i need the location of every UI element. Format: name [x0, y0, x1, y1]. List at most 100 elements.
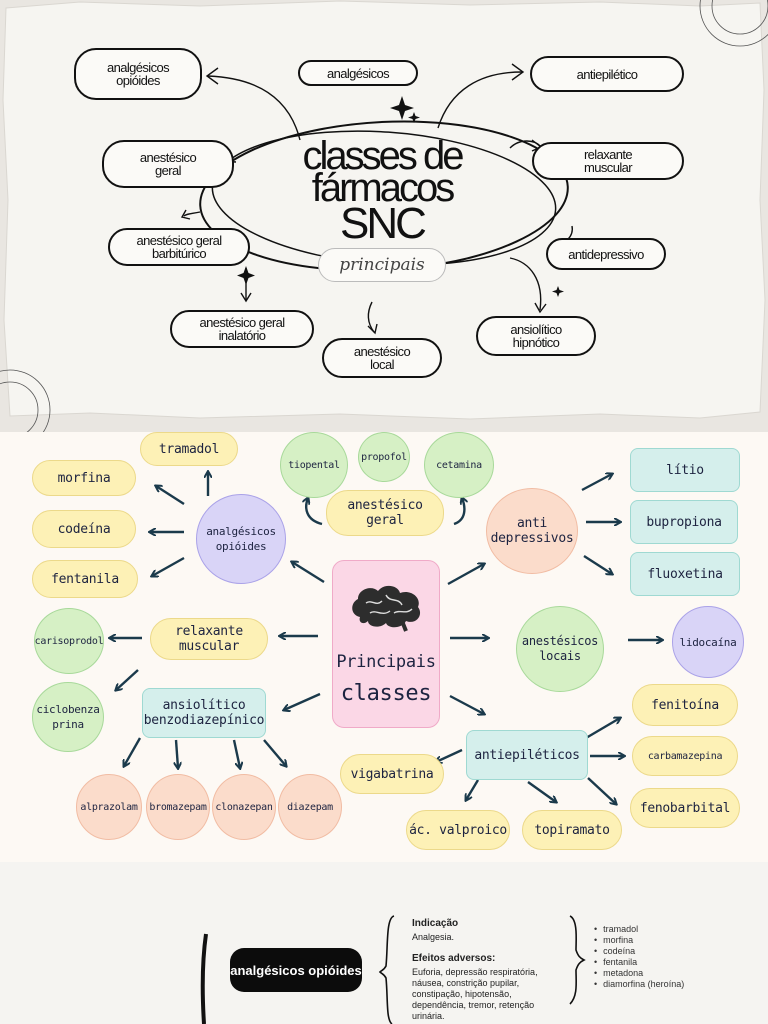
node-antidepressivos: anti depressivos: [486, 488, 578, 574]
drug-topiramato: topiramato: [522, 810, 622, 850]
node-antiepileticos: antiepiléticos: [466, 730, 588, 780]
list-item: metadona: [594, 968, 684, 979]
drug-fentanila: fentanila: [32, 560, 138, 598]
summary-section: analgésicos opióides Indicação Analgesia…: [0, 862, 768, 1024]
node-label: anestésico geral: [199, 315, 285, 330]
node-analgesicos: analgésicos: [298, 60, 418, 86]
center-label-line2: classes: [340, 681, 432, 706]
drug-fenobarbital: fenobarbital: [630, 788, 740, 828]
info-block: Indicação Analgesia. Efeitos adversos: E…: [412, 918, 562, 1022]
node-label: antiepiléticos: [474, 747, 580, 763]
node-label: analgésicos opióides: [206, 525, 276, 553]
main-title: classes de fármacos SNC: [262, 134, 502, 248]
drug-alprazolam: alprazolam: [76, 774, 142, 840]
list-item: diamorfina (heroína): [594, 979, 684, 990]
drug-label: lidocaína: [679, 635, 737, 649]
drug-acido-valproico: ác. valproico: [406, 810, 510, 850]
efeitos-label: Efeitos adversos:: [412, 953, 496, 964]
drug-label: clonazepan: [215, 801, 273, 813]
node-label: analgésicos: [106, 60, 170, 75]
drug-tramadol: tramadol: [140, 432, 238, 466]
drug-label: tramadol: [158, 441, 220, 457]
subtitle-pill: principais: [318, 248, 446, 282]
drug-morfina: morfina: [32, 460, 136, 496]
mindmap-paper-section: classes de fármacos SNC principais analg…: [0, 0, 768, 432]
node-ansiolitico-benzodiazepinico: ansiolítico benzodiazepínico: [142, 688, 266, 738]
node-label: opióides: [116, 73, 160, 88]
connector-arrows: [0, 432, 768, 862]
drug-carbamazepina: carbamazepina: [632, 736, 738, 776]
node-label: antiepilético: [576, 66, 638, 82]
list-item: tramadol: [594, 924, 684, 935]
drug-label: cetamina: [436, 459, 482, 471]
drug-label: carisoprodol: [34, 635, 104, 647]
node-label: anestésicos locais: [521, 634, 599, 663]
drug-diazepam: diazepam: [278, 774, 342, 840]
drug-label: bupropiona: [646, 514, 722, 530]
node-label: hipnótico: [512, 335, 560, 350]
drug-ciclobenzaprina: ciclobenza prina: [32, 682, 104, 752]
node-relaxante-muscular: relaxante muscular: [150, 618, 268, 660]
node-label: anestésico geral: [136, 233, 222, 248]
node-label: relaxante muscular: [175, 624, 243, 654]
node-label: anestésico geral: [347, 498, 423, 528]
drug-fluoxetina: fluoxetina: [630, 552, 740, 596]
node-label: relaxante: [583, 147, 633, 162]
title-line-2: fármacos: [311, 166, 456, 210]
center-node: Principais classes: [332, 560, 440, 728]
drug-label: propofol: [361, 451, 407, 463]
title-line-3: SNC: [340, 199, 427, 248]
section-title-pill: analgésicos opióides: [230, 948, 362, 992]
colorful-mindmap-section: Principais classes analgésicos opióides …: [0, 432, 768, 862]
indicacao-text: Analgesia.: [412, 932, 455, 942]
drug-carisoprodol: carisoprodol: [34, 608, 104, 674]
node-label: analgésicos: [326, 65, 390, 81]
section-brackets: [200, 915, 586, 1024]
node-label: geral: [155, 163, 182, 178]
node-antiepiletico: antiepilético: [530, 56, 684, 92]
drug-label: fluoxetina: [647, 566, 723, 582]
node-antidepressivo: antidepressivo: [546, 238, 666, 270]
drug-list: tramadol morfina codeína fentanila metad…: [594, 924, 684, 990]
node-anestesicos-locais: anestésicos locais: [516, 606, 604, 692]
drug-label: diazepam: [287, 801, 333, 813]
drug-fenitoina: fenitoína: [632, 684, 738, 726]
drug-vigabatrina: vigabatrina: [340, 754, 444, 794]
drug-label: morfina: [57, 470, 111, 486]
efeitos-text: Euforia, depressão respiratória, náusea,…: [412, 967, 538, 1021]
drug-lidocaina: lidocaína: [672, 606, 744, 678]
node-label: barbitúrico: [151, 246, 207, 261]
drug-label: vigabatrina: [350, 766, 434, 782]
node-label: muscular: [584, 160, 633, 175]
drug-label: carbamazepina: [647, 750, 723, 762]
node-label: local: [370, 357, 394, 372]
title-line-1: classes de: [302, 134, 465, 178]
center-label-line1: Principais: [336, 652, 436, 672]
subtitle-text: principais: [339, 255, 425, 275]
list-item: fentanila: [594, 957, 684, 968]
node-label: ansiolítico benzodiazepínico: [143, 698, 265, 728]
drug-label: codeína: [57, 521, 111, 537]
drug-codeina: codeína: [32, 510, 136, 548]
drug-label: topiramato: [534, 822, 610, 838]
drug-label: bromazepam: [149, 801, 207, 813]
brain-icon: [352, 585, 421, 632]
drug-label: alprazolam: [80, 801, 138, 813]
section-title: analgésicos opióides: [230, 962, 362, 978]
drug-label: ác. valproico: [409, 822, 507, 838]
drug-label: fenitoína: [651, 697, 719, 713]
drug-label: ciclobenza prina: [36, 703, 100, 731]
list-item: morfina: [594, 935, 684, 946]
node-anestesico-geral: anestésico geral: [326, 490, 444, 536]
drug-propofol: propofol: [358, 432, 410, 482]
drug-tiopental: tiopental: [280, 432, 348, 498]
drug-bupropiona: bupropiona: [630, 500, 738, 544]
indicacao-label: Indicação: [412, 918, 459, 929]
